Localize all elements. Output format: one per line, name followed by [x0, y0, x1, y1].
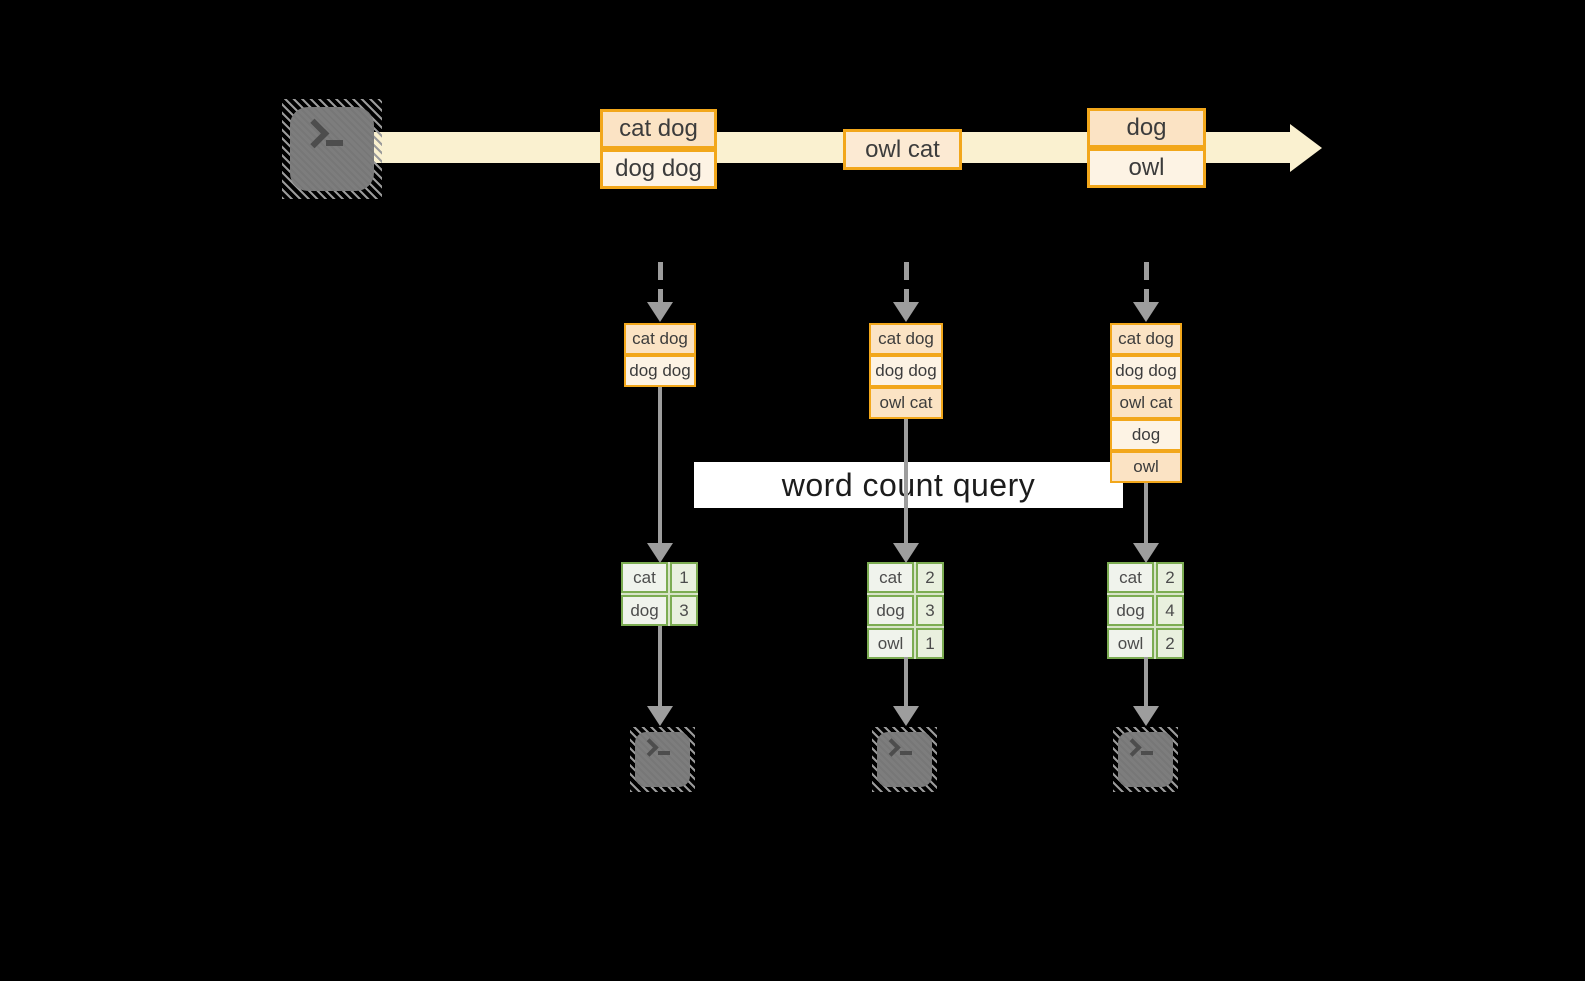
terminal-screen [635, 732, 690, 787]
count-word: cat [621, 562, 668, 593]
prompt-underscore-icon [900, 751, 912, 755]
down-arrowhead-icon [893, 543, 919, 563]
count-value: 3 [916, 595, 944, 626]
terminal-icon [872, 727, 937, 792]
buffer-row: cat dog [869, 323, 943, 355]
buffer-stack-2: cat dog dog dog owl cat [869, 323, 943, 419]
dashed-arrow-stem [658, 262, 663, 302]
down-arrowhead-icon [647, 706, 673, 726]
terminal-screen [877, 732, 932, 787]
count-value: 2 [1156, 628, 1184, 659]
arrow-stem [658, 387, 662, 544]
dashed-arrow-stem [904, 262, 909, 302]
terminal-screen [1118, 732, 1173, 787]
count-word: dog [867, 595, 914, 626]
stream-event-row: owl cat [843, 129, 962, 170]
down-arrowhead-icon [893, 706, 919, 726]
count-value: 2 [916, 562, 944, 593]
count-table-2: cat 2 dog 3 owl 1 [867, 562, 944, 659]
count-word: cat [1107, 562, 1154, 593]
query-label: word count query [694, 462, 1123, 508]
count-word: owl [867, 628, 914, 659]
count-word: dog [1107, 595, 1154, 626]
count-value: 1 [916, 628, 944, 659]
count-word: cat [867, 562, 914, 593]
buffer-row: owl cat [1110, 387, 1182, 419]
terminal-icon [630, 727, 695, 792]
buffer-stack-3: cat dog dog dog owl cat dog owl [1110, 323, 1182, 483]
prompt-chevron-icon [299, 118, 330, 149]
right-arrow-icon [1290, 124, 1322, 172]
count-word: dog [621, 595, 668, 626]
terminal-icon [1113, 727, 1178, 792]
prompt-underscore-icon [326, 140, 343, 146]
down-arrowhead-icon [1133, 706, 1159, 726]
count-value: 2 [1156, 562, 1184, 593]
buffer-row: dog dog [1110, 355, 1182, 387]
count-table-3: cat 2 dog 4 owl 2 [1107, 562, 1184, 659]
arrow-stem [1144, 657, 1148, 706]
count-word: owl [1107, 628, 1154, 659]
dashed-arrow-stem [1144, 262, 1149, 302]
prompt-chevron-icon [640, 738, 659, 757]
prompt-underscore-icon [1141, 751, 1153, 755]
stream-event-row: cat dog [600, 109, 717, 149]
buffer-row: dog dog [869, 355, 943, 387]
buffer-row: dog dog [624, 355, 696, 387]
prompt-underscore-icon [658, 751, 670, 755]
stream-event-1: cat dog dog dog [600, 109, 717, 189]
count-table-1: cat 1 dog 3 [621, 562, 698, 626]
terminal-icon [282, 99, 382, 199]
down-arrowhead-icon [893, 302, 919, 322]
count-value: 1 [670, 562, 698, 593]
buffer-row: dog [1110, 419, 1182, 451]
buffer-row: owl [1110, 451, 1182, 483]
stream-event-row: dog [1087, 108, 1206, 148]
terminal-screen [290, 107, 374, 191]
buffer-row: cat dog [624, 323, 696, 355]
down-arrowhead-icon [647, 302, 673, 322]
stream-event-2: owl cat [843, 129, 962, 170]
stream-event-row: owl [1087, 148, 1206, 188]
buffer-row: owl cat [869, 387, 943, 419]
stream-event-3: dog owl [1087, 108, 1206, 188]
arrow-stem [658, 626, 662, 706]
stream-event-row: dog dog [600, 149, 717, 189]
arrow-stem [904, 657, 908, 706]
arrow-stem [904, 419, 908, 544]
count-value: 4 [1156, 595, 1184, 626]
prompt-chevron-icon [1123, 738, 1142, 757]
down-arrowhead-icon [1133, 543, 1159, 563]
count-value: 3 [670, 595, 698, 626]
down-arrowhead-icon [1133, 302, 1159, 322]
down-arrowhead-icon [647, 543, 673, 563]
buffer-stack-1: cat dog dog dog [624, 323, 696, 387]
arrow-stem [1144, 483, 1148, 544]
buffer-row: cat dog [1110, 323, 1182, 355]
prompt-chevron-icon [882, 738, 901, 757]
